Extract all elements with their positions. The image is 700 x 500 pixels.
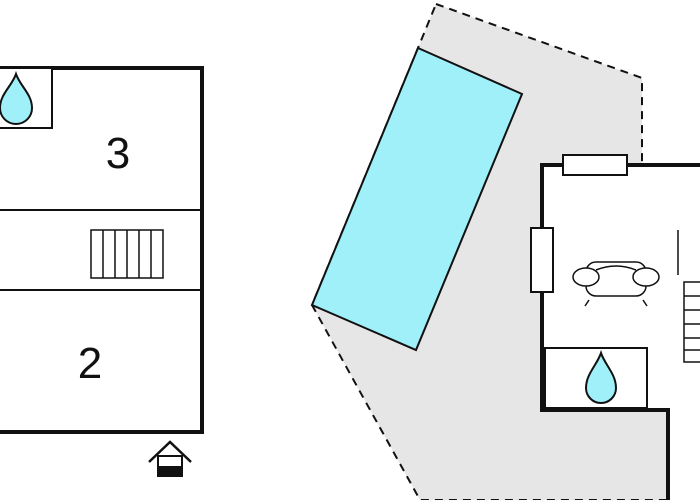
window-icon bbox=[562, 154, 628, 176]
left-building: 3 2 bbox=[0, 66, 204, 477]
water-drop-icon bbox=[584, 349, 618, 404]
water-drop-icon bbox=[0, 70, 34, 125]
sofa-icon bbox=[572, 261, 660, 307]
stairs-icon bbox=[90, 229, 164, 279]
right-building bbox=[530, 154, 700, 500]
room-2-label: 2 bbox=[78, 339, 102, 388]
window-icon bbox=[530, 227, 554, 293]
stairs-icon bbox=[677, 230, 700, 363]
right-area bbox=[310, 2, 700, 500]
swimming-pool bbox=[310, 46, 524, 352]
house-entrance-icon bbox=[148, 440, 192, 477]
room-3-label: 3 bbox=[106, 129, 130, 178]
